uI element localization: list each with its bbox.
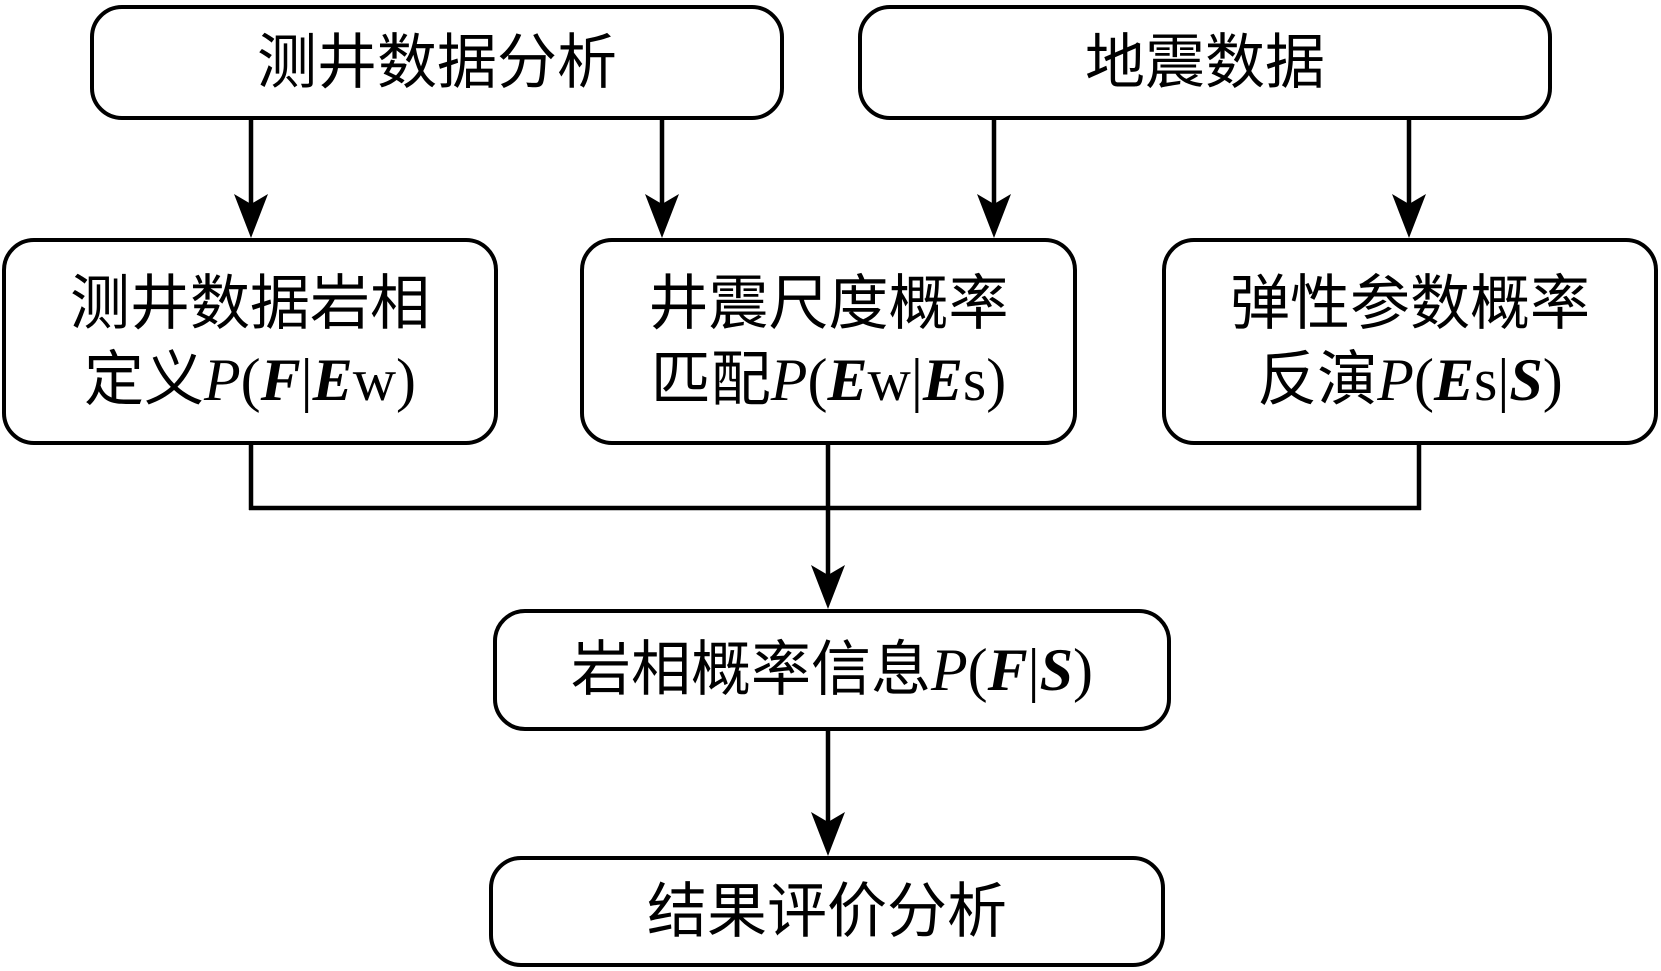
result-evaluation-label: 结果评价分析	[647, 878, 1007, 945]
paren-close: )	[1073, 637, 1094, 703]
seismic-data-label: 地震数据	[1085, 29, 1325, 96]
given-bar: |	[910, 346, 923, 413]
arrowhead-probability-to-evaluation	[811, 812, 845, 856]
well-facies-text: 定义	[83, 346, 204, 413]
paren-open: (	[967, 637, 988, 703]
arrowhead-welllog-to-match	[645, 194, 679, 238]
given-bar: |	[1027, 637, 1040, 703]
scale-match-text: 匹配	[650, 346, 771, 413]
var-e: E	[827, 346, 868, 413]
well-log-analysis-label: 测井数据分析	[257, 29, 617, 96]
paren-open: (	[807, 346, 828, 413]
elastic-inversion-text: 反演	[1257, 346, 1378, 413]
prob-symbol: P	[203, 346, 241, 413]
facies-probability-box: 岩相概率信息P(F|S)	[493, 609, 1171, 731]
var-f: F	[987, 637, 1028, 703]
paren-close: )	[1542, 346, 1563, 413]
scale-match-line1: 井震尺度概率	[648, 270, 1009, 337]
paren-open: (	[240, 346, 261, 413]
well-facies-line2: 定义P(F|Ew)	[84, 342, 416, 418]
result-evaluation-box: 结果评价分析	[489, 856, 1165, 967]
elastic-inversion-box: 弹性参数概率 反演P(Es|S)	[1162, 238, 1658, 445]
elastic-inversion-line2: 反演P(Es|S)	[1257, 342, 1562, 418]
paren-open: (	[1413, 346, 1434, 413]
arrowhead-seismic-to-match	[977, 194, 1011, 238]
facies-probability-text: 岩相概率信息	[570, 637, 931, 703]
arrowhead-merge-to-probability	[811, 565, 845, 609]
scale-probability-match-box: 井震尺度概率 匹配P(Ew|Es)	[580, 238, 1077, 445]
prob-symbol: P	[1377, 346, 1414, 413]
subscript-w: w	[867, 346, 911, 413]
well-log-analysis-box: 测井数据分析	[90, 5, 784, 120]
var-f: F	[260, 346, 301, 413]
var-e: E	[922, 346, 963, 413]
var-e: E	[1433, 346, 1474, 413]
well-facies-definition-box: 测井数据岩相 定义P(F|Ew)	[2, 238, 498, 445]
given-bar: |	[1497, 346, 1510, 413]
subscript-s: s	[962, 346, 987, 413]
seismic-data-box: 地震数据	[858, 5, 1552, 120]
elastic-inversion-line1: 弹性参数概率	[1230, 270, 1590, 337]
paren-close: )	[396, 346, 417, 413]
given-bar: |	[300, 346, 313, 413]
well-facies-line1: 测井数据岩相	[70, 270, 430, 337]
subscript-s: s	[1473, 346, 1498, 413]
var-s: S	[1509, 346, 1543, 413]
prob-symbol: P	[930, 637, 968, 703]
scale-match-line2: 匹配P(Ew|Es)	[651, 342, 1006, 418]
arrowhead-seismic-to-inversion	[1392, 194, 1426, 238]
prob-symbol: P	[770, 346, 808, 413]
paren-close: )	[986, 346, 1007, 413]
facies-probability-line: 岩相概率信息P(F|S)	[571, 632, 1093, 708]
subscript-w: w	[352, 346, 397, 413]
var-s: S	[1039, 637, 1074, 703]
var-e: E	[312, 346, 353, 413]
arrowhead-welllog-to-facies	[234, 194, 268, 238]
